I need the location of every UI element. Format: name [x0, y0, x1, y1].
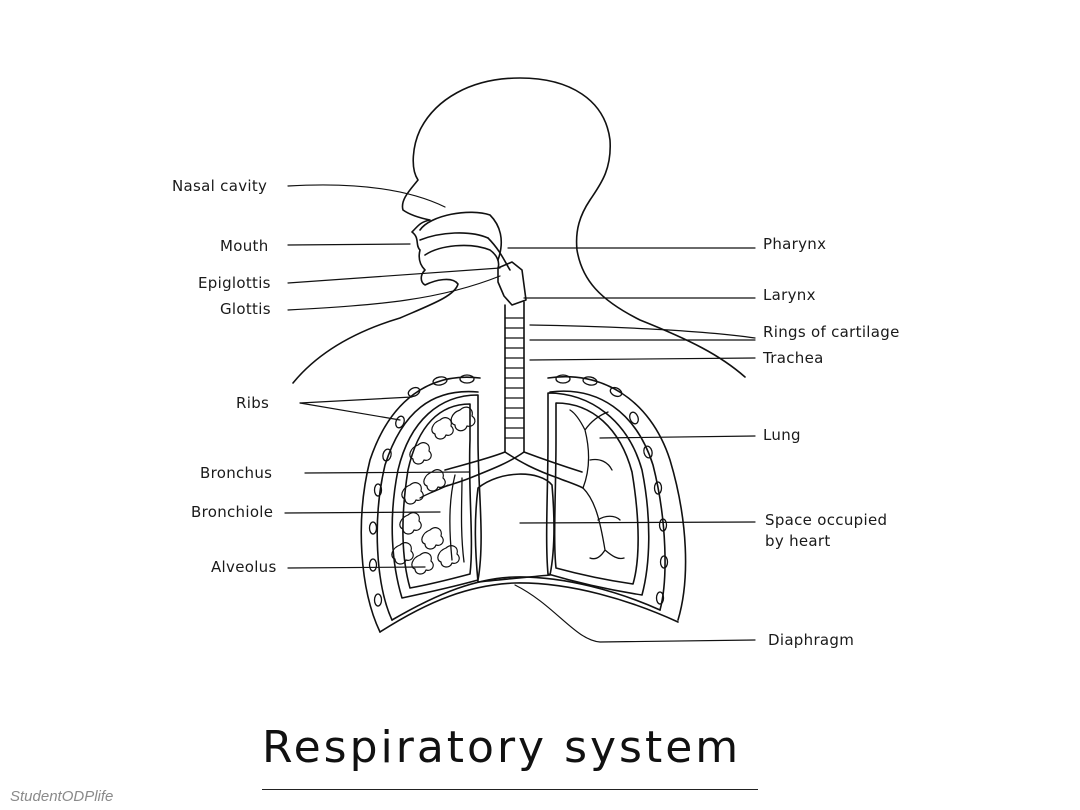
label-space-occupied-line1: Space occupied	[765, 511, 888, 529]
diagram-title: Respiratory system	[262, 722, 742, 773]
label-space-occupied-line2: by heart	[765, 532, 831, 550]
left-bronchus	[439, 451, 525, 489]
left-rib-wall-outer	[360, 376, 481, 633]
label-lung: Lung	[763, 426, 801, 444]
left-lung-inner	[402, 403, 473, 589]
left-bronchioles	[419, 474, 465, 563]
left-ribs	[368, 374, 475, 607]
tongue	[424, 244, 500, 269]
heart-space	[474, 473, 555, 583]
label-epiglottis: Epiglottis	[198, 274, 271, 292]
nasal-cavity-shape	[419, 211, 502, 261]
head-outline	[292, 77, 746, 384]
label-ribs: Ribs	[236, 394, 270, 412]
leader-lines	[284, 184, 756, 643]
label-bronchiole: Bronchiole	[191, 503, 274, 521]
pharynx-tube	[487, 237, 511, 271]
label-mouth: Mouth	[220, 237, 269, 255]
label-larynx: Larynx	[763, 286, 816, 304]
right-ribs	[555, 374, 669, 605]
alveoli	[391, 406, 476, 575]
label-rings-of-cartilage: Rings of cartilage	[763, 323, 900, 341]
label-alveolus: Alveolus	[211, 558, 277, 576]
right-rib-wall-outer	[547, 375, 687, 621]
right-bronchial-tree	[569, 409, 625, 560]
watermark: StudentODPlife	[10, 788, 114, 805]
label-pharynx: Pharynx	[763, 235, 827, 253]
left-lung-outer	[391, 394, 482, 599]
epiglottis-shape	[497, 261, 527, 306]
label-diaphragm: Diaphragm	[768, 631, 855, 649]
left-rib-wall-inner	[376, 390, 479, 621]
label-bronchus: Bronchus	[200, 464, 273, 482]
right-lung-outer	[545, 392, 650, 596]
label-trachea: Trachea	[763, 349, 824, 367]
label-glottis: Glottis	[220, 300, 271, 318]
diaphragm-shape	[379, 576, 679, 633]
trachea-rings	[504, 317, 525, 439]
label-nasal-cavity: Nasal cavity	[172, 177, 268, 195]
title-underline	[262, 789, 758, 790]
palate	[419, 232, 489, 241]
right-rib-wall-inner	[549, 390, 666, 611]
right-bronchus	[504, 451, 584, 489]
right-lung-inner	[553, 402, 639, 585]
